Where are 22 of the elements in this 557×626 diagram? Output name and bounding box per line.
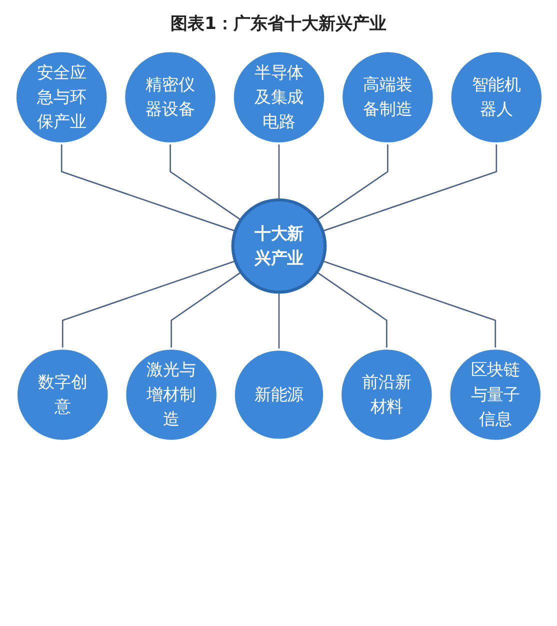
connector-line — [322, 143, 497, 232]
industry-circle: 区块链与量子信息 — [448, 348, 542, 442]
industry-circle: 高端装备制造 — [340, 50, 434, 144]
connector-line — [169, 143, 241, 220]
connector-line — [278, 143, 280, 200]
connector-line — [170, 272, 241, 349]
connector-line — [60, 143, 236, 232]
industry-circle: 数字创意 — [14, 348, 110, 442]
connector-line — [316, 272, 387, 349]
industry-circle: 安全应急与环保产业 — [14, 50, 108, 144]
industry-circle: 新能源 — [232, 348, 325, 441]
industry-circle: 精密仪器设备 — [122, 50, 217, 144]
connector-line — [316, 143, 388, 220]
industry-circle: 激光与增材制造 — [124, 348, 218, 442]
chart-title: 图表1：广东省十大新兴产业 — [170, 13, 388, 35]
hub-circle: 十大新兴产业 — [230, 198, 326, 294]
industry-circle: 前沿新材料 — [339, 348, 434, 442]
connector-line — [278, 292, 280, 350]
industry-circle: 半导体及集成电路 — [231, 50, 326, 144]
industry-circle: 智能机器人 — [448, 50, 544, 144]
connector-line — [61, 260, 236, 349]
connector-line — [322, 260, 496, 349]
